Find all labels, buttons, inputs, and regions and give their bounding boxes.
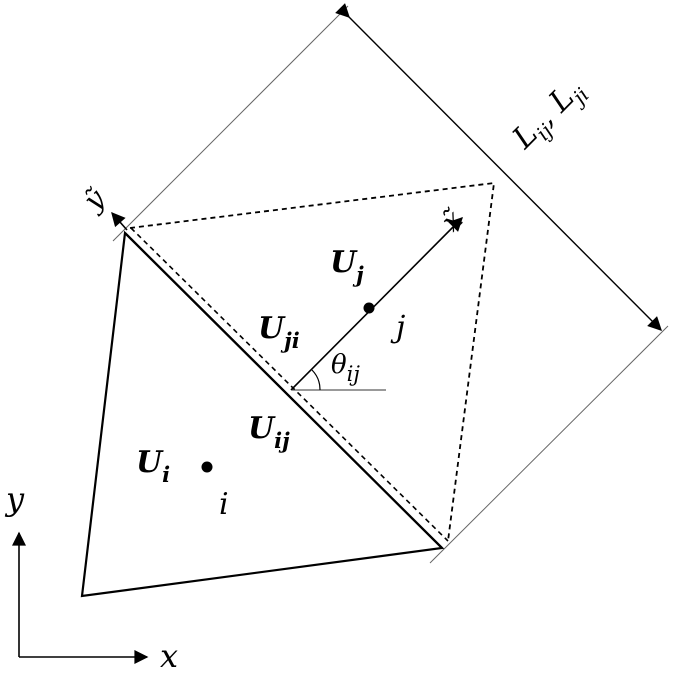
y-tilde-axis bbox=[111, 211, 128, 231]
label-x-tilde: x̃ bbox=[434, 203, 469, 238]
cell-j bbox=[129, 181, 496, 542]
theta-arc bbox=[311, 369, 321, 391]
label-length: Lij, Lji bbox=[505, 71, 593, 159]
label-point-i: i bbox=[219, 487, 229, 522]
extension-line-top bbox=[112, 5, 349, 242]
label-point-j: j bbox=[390, 310, 405, 345]
dimension-arrow bbox=[335, 3, 662, 331]
extension-line-bottom bbox=[429, 325, 669, 564]
label-y-axis: y bbox=[4, 480, 25, 518]
label-u-i: Ui bbox=[136, 445, 170, 487]
label-u-ij: Uij bbox=[248, 411, 290, 453]
shared-edge-dashed bbox=[130, 227, 449, 542]
label-y-tilde: ỹ bbox=[75, 182, 112, 219]
shared-edge bbox=[124, 232, 443, 549]
centroid-j bbox=[363, 302, 375, 314]
label-u-ji: Uji bbox=[258, 311, 300, 353]
centroid-i bbox=[201, 461, 213, 473]
label-x-axis: x bbox=[160, 637, 178, 674]
label-u-j: Uj bbox=[330, 245, 364, 287]
x-tilde-axis bbox=[290, 217, 463, 391]
label-theta: θij bbox=[331, 350, 360, 386]
